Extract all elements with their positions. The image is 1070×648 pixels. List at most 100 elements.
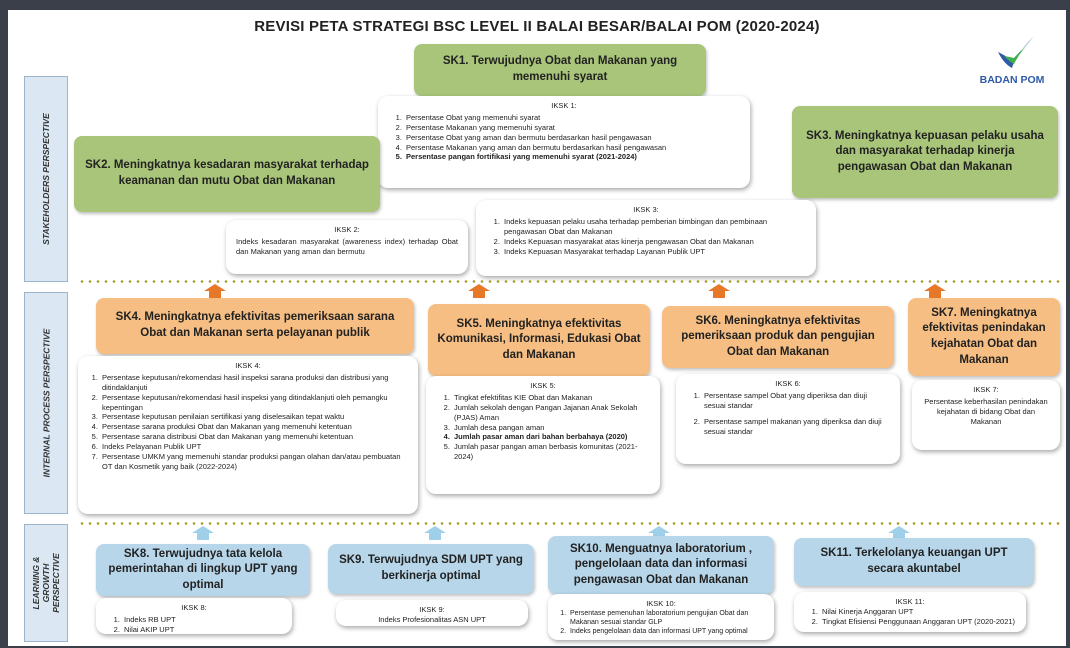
iksk8-item: Nilai AKIP UPT	[122, 625, 282, 635]
iksk7-title: IKSK 7:	[973, 385, 999, 394]
sk6-box: SK6. Meningkatnya efektivitas pemeriksaa…	[662, 306, 894, 368]
iksk11-box: IKSK 11: Nilai Kinerja Anggaran UPT Ting…	[794, 592, 1026, 632]
iksk3-title: IKSK 3:	[633, 205, 659, 214]
perspective-divider	[78, 280, 1062, 283]
iksk6-title: IKSK 6:	[775, 379, 801, 388]
sk1-box: SK1. Terwujudnya Obat dan Makanan yang m…	[414, 44, 706, 96]
iksk4-box: IKSK 4: Persentase keputusan/rekomendasi…	[78, 356, 418, 514]
arrow-up-icon	[708, 284, 730, 298]
perspective-learning-label: LEARNING & GROWTH PERSPECTIVE	[31, 553, 62, 613]
iksk10-item: Persentase pemenuhan laboratorium penguj…	[568, 609, 764, 627]
iksk8-title: IKSK 8:	[181, 603, 207, 612]
iksk5-item: Jumlah pasar aman dari bahan berbahaya (…	[452, 432, 650, 442]
iksk10-list: Persentase pemenuhan laboratorium penguj…	[558, 609, 764, 637]
iksk4-title: IKSK 4:	[235, 361, 261, 370]
iksk4-item: Persentase UMKM yang memenuhi standar pr…	[100, 452, 408, 472]
page-title: REVISI PETA STRATEGI BSC LEVEL II BALAI …	[254, 18, 820, 35]
sk10-label: SK10. Menguatnya laboratorium , pengelol…	[569, 542, 753, 586]
perspective-divider	[78, 522, 1062, 525]
sk9-box: SK9. Terwujudnya SDM UPT yang berkinerja…	[328, 544, 534, 594]
iksk6-list: Persentase sampel Obat yang diperiksa da…	[686, 391, 890, 437]
iksk4-item: Persentase sarana produksi Obat dan Maka…	[100, 422, 408, 432]
iksk1-item: Persentase Obat yang memenuhi syarat	[404, 113, 740, 123]
sk2-label: SK2. Meningkatnya kesadaran masyarakat t…	[85, 159, 369, 187]
arrow-up-icon	[424, 526, 446, 540]
sk6-label: SK6. Meningkatnya efektivitas pemeriksaa…	[681, 314, 875, 358]
sk9-label: SK9. Terwujudnya SDM UPT yang berkinerja…	[339, 554, 523, 582]
iksk1-item: Persentase Obat yang aman dan bermutu be…	[404, 133, 740, 143]
iksk11-item: Nilai Kinerja Anggaran UPT	[820, 607, 1016, 617]
iksk7-text: Persentase keberhasilan penindakan kejah…	[924, 396, 1048, 426]
sk8-box: SK8. Terwujudnya tata kelola pemerintaha…	[96, 544, 310, 596]
perspective-internal: INTERNAL PROCESS PERSPECTIVE	[24, 292, 68, 514]
iksk10-title: IKSK 10:	[646, 599, 676, 608]
sk8-label: SK8. Terwujudnya tata kelola pemerintaha…	[108, 547, 298, 591]
iksk4-item: Persentase keputusan/rekomendasi hasil i…	[100, 393, 408, 413]
iksk9-title: IKSK 9:	[419, 605, 445, 614]
iksk2-text: Indeks kesadaran masyarakat (awareness i…	[236, 236, 458, 256]
iksk6-item: Persentase sampel Obat yang diperiksa da…	[702, 391, 890, 411]
iksk8-item: Indeks RB UPT	[122, 615, 282, 625]
iksk9-box: IKSK 9: Indeks Profesionalitas ASN UPT	[336, 600, 528, 626]
iksk3-item: Indeks kepuasan pelaku usaha terhadap pe…	[502, 217, 806, 237]
iksk3-box: IKSK 3: Indeks kepuasan pelaku usaha ter…	[476, 200, 816, 276]
sk11-box: SK11. Terkelolanya keuangan UPT secara a…	[794, 538, 1034, 586]
sk3-box: SK3. Meningkatnya kepuasan pelaku usaha …	[792, 106, 1058, 198]
perspective-stakeholder-label: STAKEHOLDERS PERSPECTIVE	[41, 113, 51, 245]
sk1-label: SK1. Terwujudnya Obat dan Makanan yang m…	[442, 55, 678, 83]
iksk1-list: Persentase Obat yang memenuhi syarat Per…	[388, 113, 740, 162]
iksk5-box: IKSK 5: Tingkat efektifitas KIE Obat dan…	[426, 376, 660, 494]
perspective-internal-label: INTERNAL PROCESS PERSPECTIVE	[41, 328, 51, 478]
iksk10-item: Indeks pengelolaan data dan informasi UP…	[568, 627, 764, 636]
iksk4-item: Indeks Pelayanan Publik UPT	[100, 442, 408, 452]
arrow-up-icon	[888, 526, 910, 540]
iksk6-box: IKSK 6: Persentase sampel Obat yang dipe…	[676, 374, 900, 464]
sk2-box: SK2. Meningkatnya kesadaran masyarakat t…	[74, 136, 380, 212]
sk4-box: SK4. Meningkatnya efektivitas pemeriksaa…	[96, 298, 414, 354]
iksk2-title: IKSK 2:	[334, 225, 360, 234]
iksk3-item: Indeks Kepuasan masyarakat atas kinerja …	[502, 237, 806, 247]
arrow-up-icon	[192, 526, 214, 540]
sk5-label: SK5. Meningkatnya efektivitas Komunikasi…	[437, 317, 641, 361]
perspective-learning: LEARNING & GROWTH PERSPECTIVE	[24, 524, 68, 642]
badan-pom-logo: BADAN POM	[964, 30, 1060, 100]
iksk9-text: Indeks Profesionalitas ASN UPT	[378, 614, 486, 624]
sk5-box: SK5. Meningkatnya efektivitas Komunikasi…	[428, 304, 650, 376]
sk7-label: SK7. Meningkatnya efektivitas penindakan…	[922, 306, 1046, 366]
iksk4-item: Persentase keputusan/rekomendasi hasil i…	[100, 373, 408, 393]
iksk11-title: IKSK 11:	[895, 597, 925, 606]
perspective-stakeholder: STAKEHOLDERS PERSPECTIVE	[24, 76, 68, 282]
iksk1-item: Persentase pangan fortifikasi yang memen…	[404, 152, 740, 162]
iksk8-list: Indeks RB UPT Nilai AKIP UPT	[106, 615, 282, 635]
badan-pom-logo-icon	[998, 36, 1034, 68]
iksk1-title: IKSK 1:	[551, 101, 577, 110]
iksk4-item: Persentase keputusan penilaian sertifika…	[100, 412, 408, 422]
iksk10-box: IKSK 10: Persentase pemenuhan laboratori…	[548, 594, 774, 640]
logo-text: BADAN POM	[979, 74, 1045, 86]
sk4-label: SK4. Meningkatnya efektivitas pemeriksaa…	[115, 311, 395, 339]
iksk8-box: IKSK 8: Indeks RB UPT Nilai AKIP UPT	[96, 598, 292, 634]
arrow-up-icon	[924, 284, 946, 298]
iksk5-item: Jumlah desa pangan aman	[452, 423, 650, 433]
iksk7-box: IKSK 7: Persentase keberhasilan penindak…	[912, 380, 1060, 450]
strategy-map-frame: REVISI PETA STRATEGI BSC LEVEL II BALAI …	[8, 10, 1066, 646]
iksk5-item: Jumlah pasar pangan aman berbasis komuni…	[452, 442, 650, 462]
iksk3-list: Indeks kepuasan pelaku usaha terhadap pe…	[486, 217, 806, 257]
sk10-box: SK10. Menguatnya laboratorium , pengelol…	[548, 536, 774, 594]
iksk2-box: IKSK 2: Indeks kesadaran masyarakat (awa…	[226, 220, 468, 274]
sk11-label: SK11. Terkelolanya keuangan UPT secara a…	[820, 547, 1008, 575]
sk3-label: SK3. Meningkatnya kepuasan pelaku usaha …	[806, 129, 1044, 173]
sk7-box: SK7. Meningkatnya efektivitas penindakan…	[908, 298, 1060, 376]
iksk4-item: Persentase sarana distribusi Obat dan Ma…	[100, 432, 408, 442]
iksk5-item: Jumlah sekolah dengan Pangan Jajanan Ana…	[452, 403, 650, 423]
arrow-up-icon	[468, 284, 490, 298]
arrow-up-icon	[204, 284, 226, 298]
iksk1-item: Persentase Makanan yang memenuhi syarat	[404, 123, 740, 133]
iksk11-list: Nilai Kinerja Anggaran UPT Tingkat Efisi…	[804, 607, 1016, 627]
iksk5-list: Tingkat efektifitas KIE Obat dan Makanan…	[436, 393, 650, 462]
iksk4-list: Persentase keputusan/rekomendasi hasil i…	[88, 373, 408, 472]
iksk1-box: IKSK 1: Persentase Obat yang memenuhi sy…	[378, 96, 750, 188]
iksk3-item: Indeks Kepuasan Masyarakat terhadap Laya…	[502, 247, 806, 257]
iksk5-item: Tingkat efektifitas KIE Obat dan Makanan	[452, 393, 650, 403]
iksk5-title: IKSK 5:	[530, 381, 556, 390]
